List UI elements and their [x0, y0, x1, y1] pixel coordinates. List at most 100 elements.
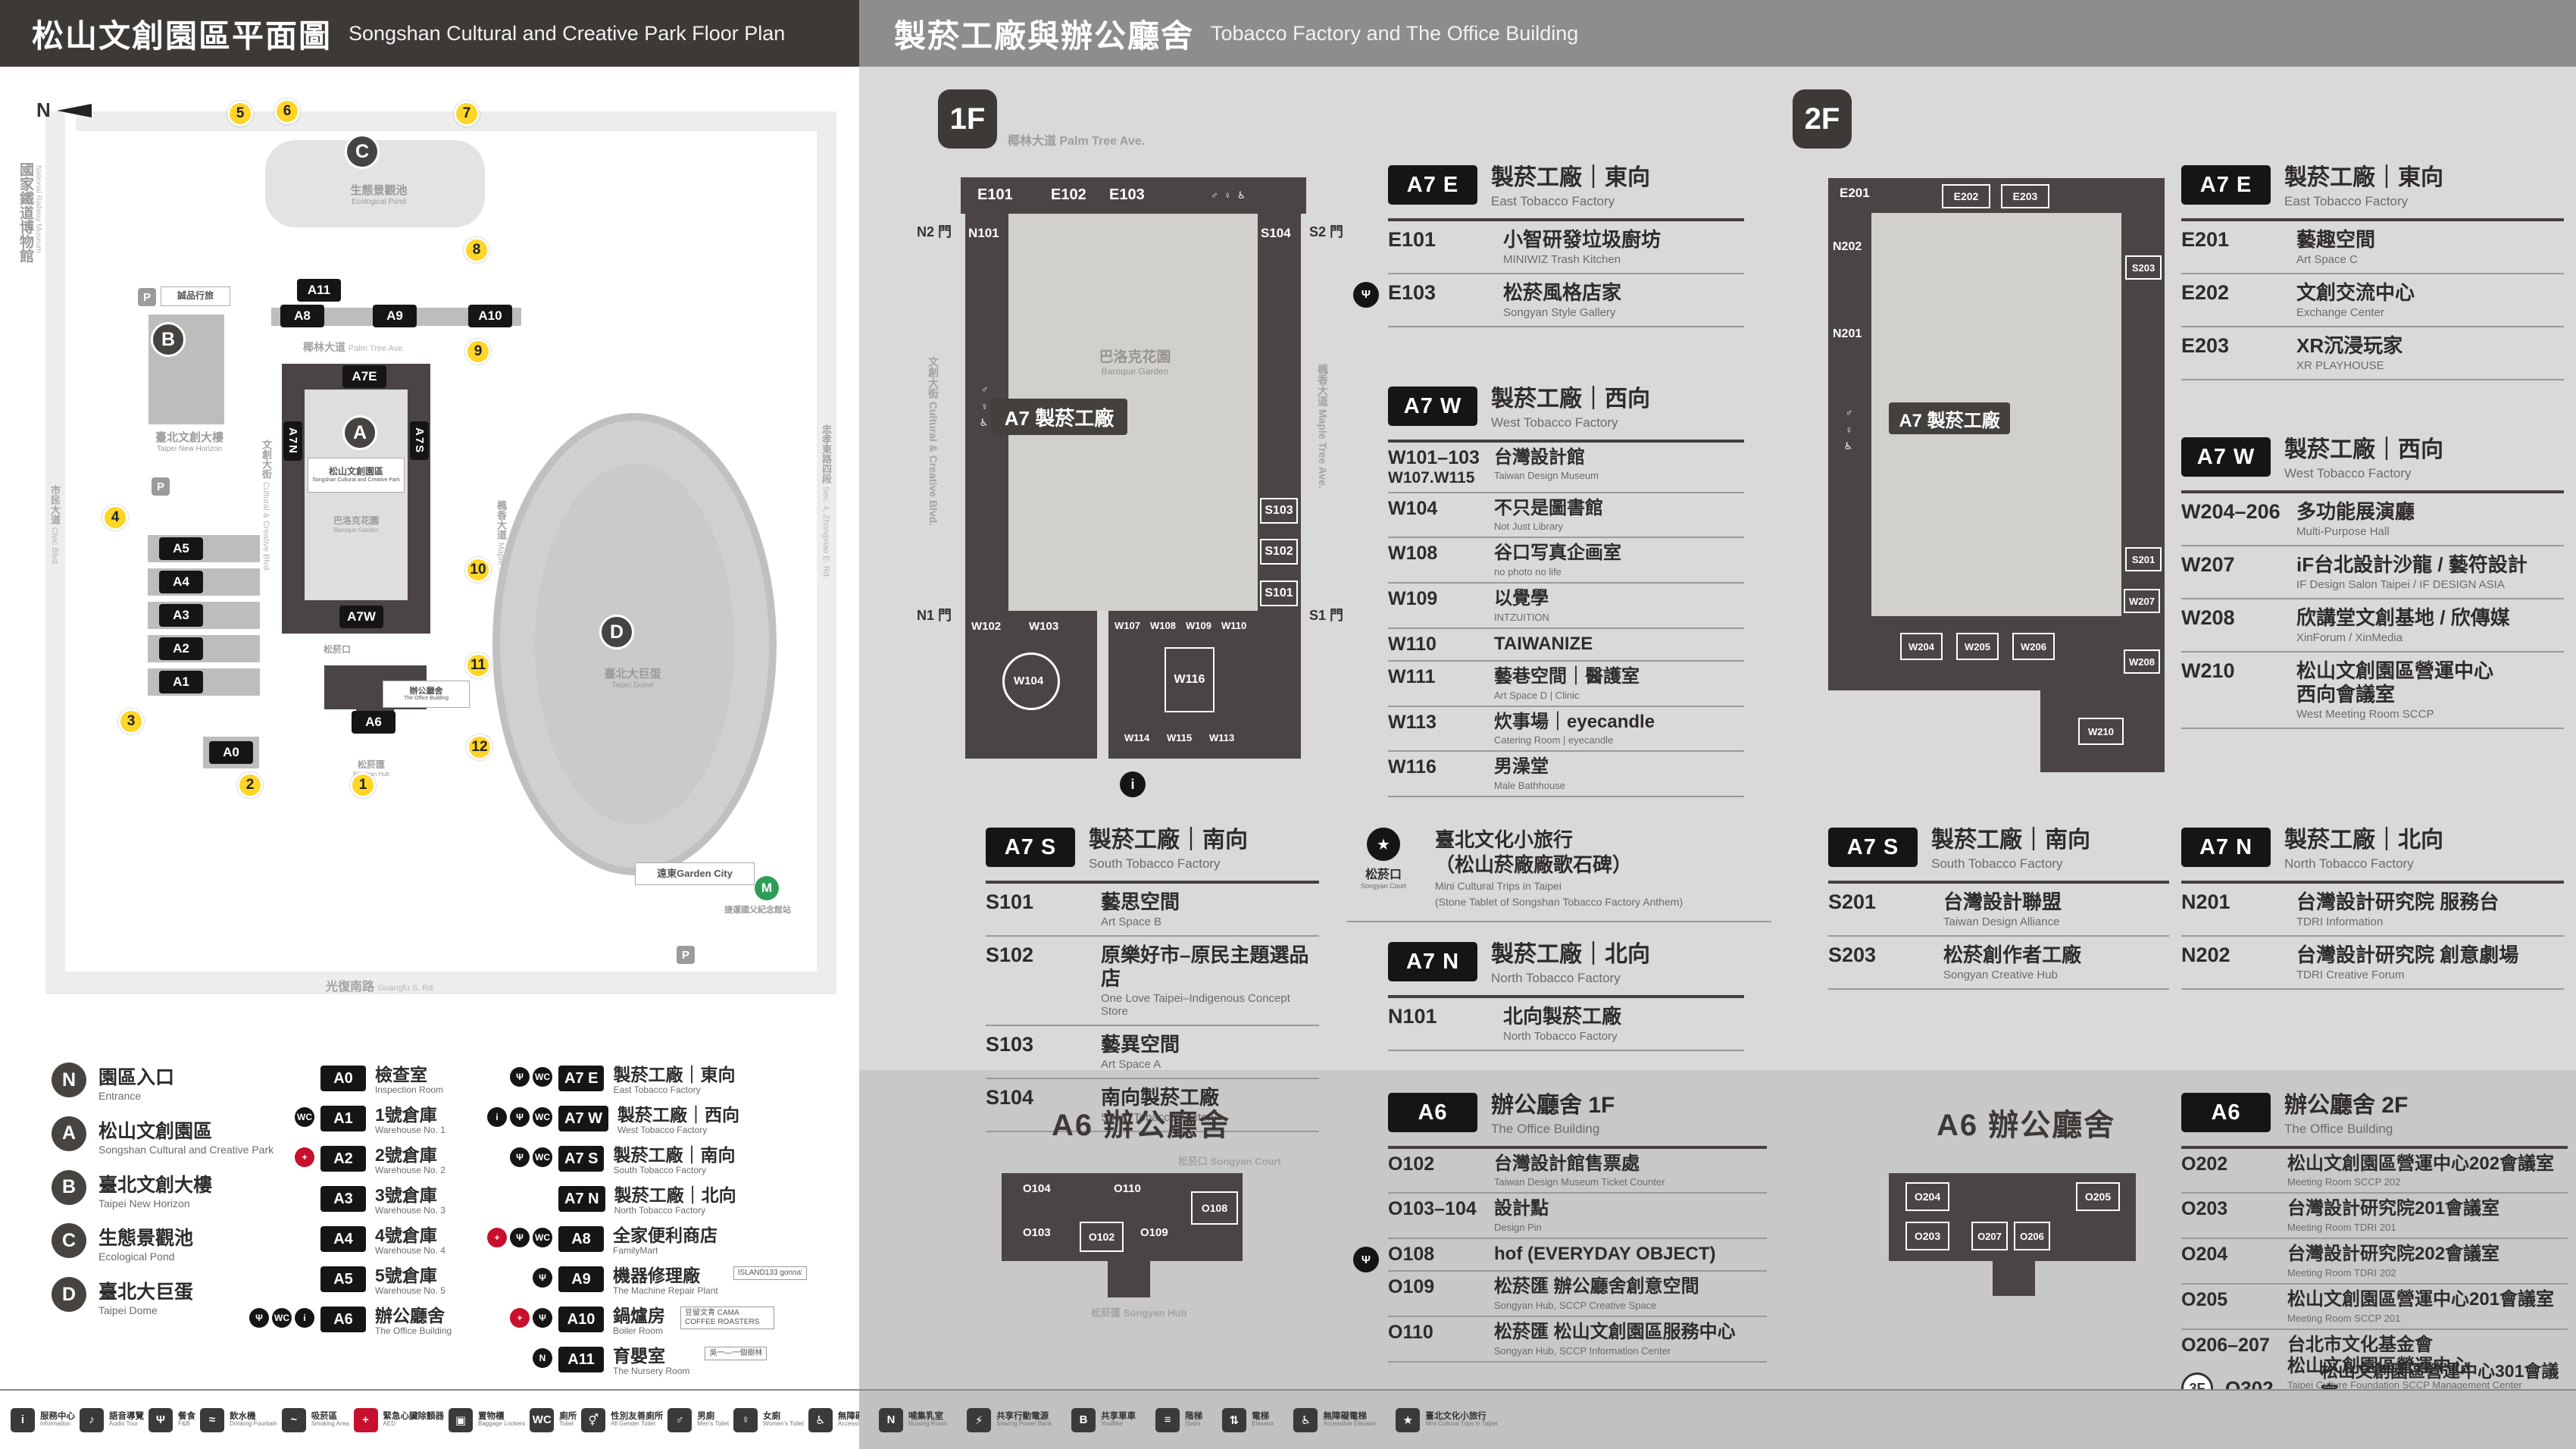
room-w113: W113	[1209, 732, 1235, 743]
building-chip-a0: A0	[209, 741, 253, 764]
header-right: 製菸工廠與辦公廳舍 Tobacco Factory and The Office…	[859, 0, 2576, 67]
power-icon: ⚡	[967, 1407, 992, 1432]
f2-a7-label: A7 製菸工廠	[1889, 402, 2010, 434]
building-code-chip: A1	[320, 1106, 366, 1131]
f1-right-wing	[1258, 214, 1301, 649]
building-chip-a7s: A7S	[410, 421, 429, 461]
wc-icon: WC	[272, 1308, 292, 1328]
men-icon: ♂	[667, 1407, 692, 1432]
entrance-2: 2	[237, 772, 263, 798]
room-w207: W207	[2124, 589, 2160, 613]
trip-icon: ★	[1396, 1407, 1421, 1432]
room-w205: W205	[1956, 633, 1999, 660]
fnb-icon: Ψ	[510, 1147, 530, 1167]
room-w116: W116	[1165, 647, 1215, 712]
aed-icon: +	[295, 1147, 314, 1167]
walking-person-icon: ★	[1367, 828, 1400, 861]
wc-icon: WC	[533, 1107, 552, 1127]
wc-icon: WC	[533, 1147, 552, 1167]
songyan-court-park-label: 松菸口	[323, 644, 351, 655]
section-title-en: Tobacco Factory and The Office Building	[1211, 21, 1579, 45]
f1-top-wing	[961, 177, 1306, 214]
header-left: 松山文創園區平面圖 Songshan Cultural and Creative…	[0, 0, 859, 67]
room-w115: W115	[1167, 732, 1193, 743]
fnb-icon: Ψ	[510, 1228, 530, 1247]
room-w206: W206	[2012, 633, 2055, 660]
info-icon: i	[11, 1407, 35, 1432]
room-w210: W210	[2078, 718, 2124, 745]
street-cultural: 文創大街 Cultural & Creative Blvd.	[261, 440, 272, 573]
section-chip-a6-2f: A6	[2181, 1093, 2271, 1132]
entrance-12: 12	[467, 734, 492, 760]
fnb-icon: Ψ	[1353, 281, 1379, 308]
f2-bottom-wing	[1828, 616, 2165, 690]
room-n101: N101	[968, 226, 999, 240]
building-chip-a5: A5	[159, 537, 203, 560]
room-o110: O110	[1114, 1182, 1141, 1195]
facility-icons: ♂ ♀ ♿	[979, 383, 990, 431]
section-chip-a7s: A7 S	[986, 828, 1075, 867]
compass: N	[36, 99, 92, 122]
section-chip-a7w: A7 W	[1388, 387, 1477, 426]
entrance-8: 8	[464, 237, 489, 263]
building-chip-a8: A8	[280, 305, 324, 327]
room-o204: O204	[1905, 1182, 1949, 1211]
ave-cultural-1f: 文創大街 Cultural & Creative Blvd.	[927, 356, 939, 527]
aed-icon: +	[487, 1228, 507, 1247]
entrance-9: 9	[465, 339, 491, 365]
compass-n-label: N	[36, 99, 51, 121]
building-code-chip: A10	[558, 1307, 604, 1332]
entrance-3: 3	[118, 709, 144, 734]
entrance-11: 11	[465, 653, 491, 678]
road-top	[76, 111, 818, 131]
entrance-1: 1	[350, 772, 376, 798]
baroque-garden-1f: 巴洛克花園 Baroque Garden	[1099, 349, 1171, 377]
room-s203: S203	[2125, 255, 2162, 280]
gate-s1: S1 門	[1309, 608, 1344, 623]
room-o104: O104	[1023, 1182, 1051, 1195]
a6-1f-court-label: 松菸口 Songyan Court	[1178, 1156, 1281, 1167]
building-chip-a9: A9	[373, 305, 417, 327]
street-civic: 市民大道 Civic Blvd.	[49, 485, 61, 566]
floor1-map: E101 E102 E103 ♂ ♀ ♿ N101 ♂ ♀ ♿ S104 S10…	[917, 156, 1343, 797]
nursing-icon: N	[879, 1407, 903, 1432]
room-o102: O102	[1080, 1222, 1124, 1252]
building-chip-a7w: A7W	[339, 606, 383, 628]
metro-icon: M	[755, 876, 779, 900]
legend-key: B	[52, 1169, 86, 1205]
building-code-chip: A5	[320, 1266, 366, 1292]
room-w114: W114	[1124, 732, 1150, 743]
letter-a: A	[342, 415, 377, 450]
a6-2f-building	[1889, 1173, 2136, 1261]
room-w110: W110	[1221, 620, 1247, 631]
section-chip-a7w-2f: A7 W	[2181, 437, 2271, 477]
